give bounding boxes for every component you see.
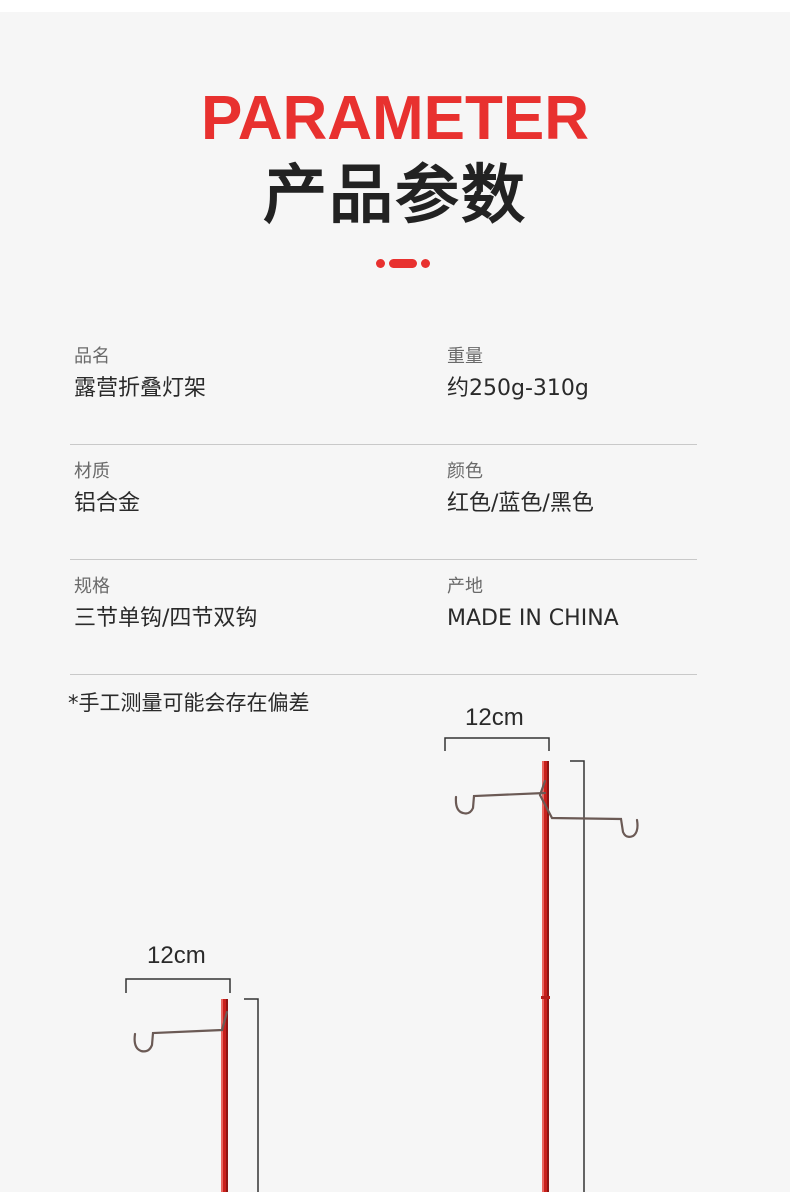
spec-row: 材质 铝合金 颜色 红色/蓝色/黑色 (70, 445, 697, 560)
spec-label: 产地 (447, 576, 483, 597)
single-hook-width-label: 12cm (147, 942, 206, 969)
spec-item-model: 规格 三节单钩/四节双钩 (74, 575, 257, 634)
spec-item-color: 颜色 红色/蓝色/黑色 (447, 460, 594, 519)
double-hook-arms (454, 779, 639, 838)
spec-label: 颜色 (447, 461, 483, 482)
spec-label: 规格 (74, 576, 110, 597)
spec-value: 红色/蓝色/黑色 (447, 491, 594, 516)
divider-dot-right (421, 259, 430, 268)
double-hook-pole (541, 761, 550, 1192)
spec-row: 规格 三节单钩/四节双钩 产地 MADE IN CHINA (70, 560, 697, 675)
double-hook-height-bracket (570, 760, 585, 1192)
spec-label: 重量 (447, 346, 483, 367)
divider-dot-left (376, 259, 385, 268)
spec-item-name: 品名 露营折叠灯架 (74, 345, 206, 404)
spec-label: 品名 (74, 346, 110, 367)
spec-value: MADE IN CHINA (447, 606, 619, 631)
single-hook-pole (221, 999, 228, 1192)
spec-value: 铝合金 (74, 491, 141, 516)
spec-item-origin: 产地 MADE IN CHINA (447, 575, 619, 634)
title-english: PARAMETER (200, 84, 590, 153)
double-hook-width-label: 12cm (465, 704, 524, 731)
title-chinese: 产品参数 (263, 159, 527, 233)
spec-value: 三节单钩/四节双钩 (74, 606, 258, 631)
single-hook-dimension-bracket (125, 978, 231, 993)
spec-value: 约250g-310g (447, 376, 589, 401)
spec-row: 品名 露营折叠灯架 重量 约250g-310g (70, 330, 697, 445)
spec-value: 露营折叠灯架 (74, 376, 207, 401)
single-hook-height-bracket (244, 998, 259, 1192)
top-strip (0, 0, 790, 12)
spec-item-weight: 重量 约250g-310g (447, 345, 589, 404)
measurement-note: *手工测量可能会存在偏差 (68, 691, 310, 715)
single-hook-arm (133, 1010, 229, 1053)
spec-label: 材质 (74, 461, 110, 482)
spec-table: 品名 露营折叠灯架 重量 约250g-310g 材质 铝合金 颜色 红色/蓝色/… (70, 330, 697, 675)
spec-item-material: 材质 铝合金 (74, 460, 140, 519)
divider-bar (389, 259, 417, 268)
title-divider (376, 259, 430, 268)
double-hook-dimension-bracket (444, 737, 550, 751)
